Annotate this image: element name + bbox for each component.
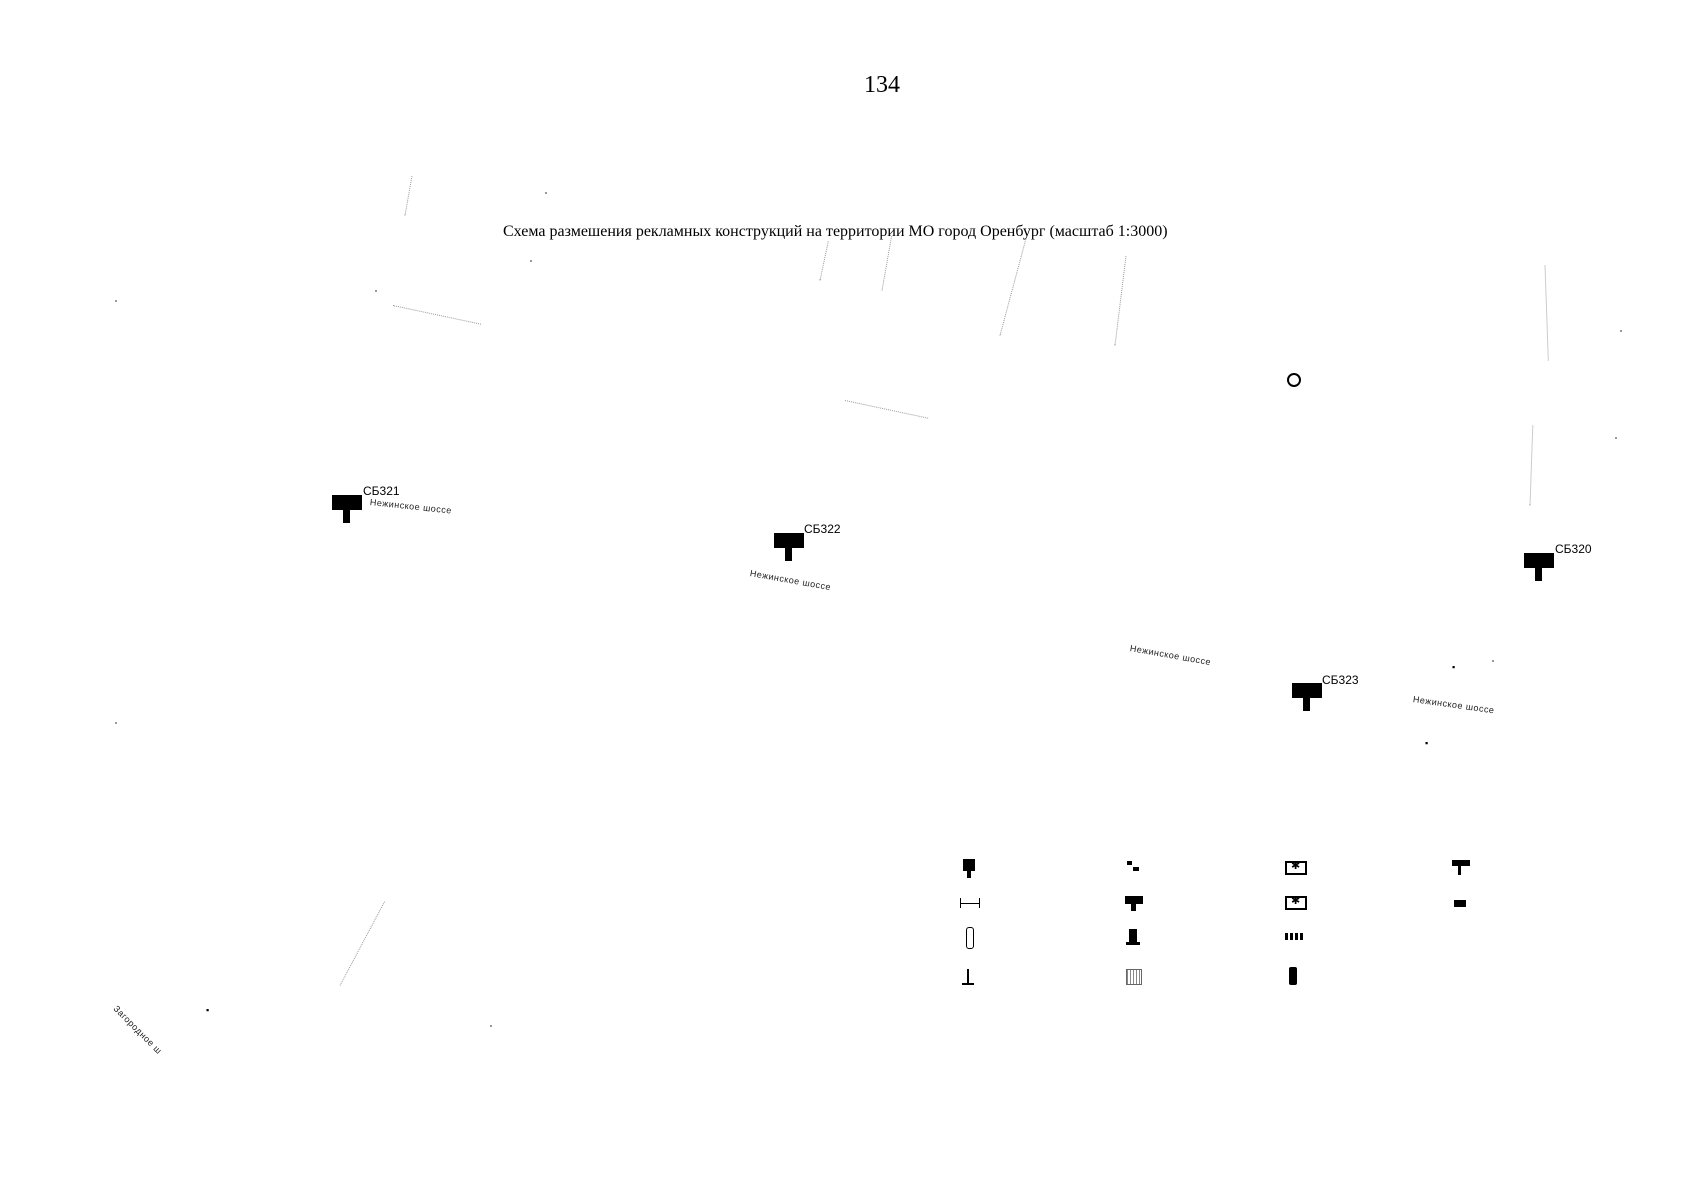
map-speck — [545, 192, 547, 194]
map-speck — [375, 290, 377, 292]
street-label: Нежинское шоссе — [749, 568, 832, 593]
legend-item — [1125, 890, 1290, 918]
street-label-faint — [881, 236, 893, 291]
roof-installation-legend-icon — [1285, 894, 1307, 910]
legend-item — [1125, 925, 1290, 953]
street-label: Загородное ш — [111, 1003, 165, 1057]
info-stand-legend-icon — [960, 898, 980, 908]
map-title: Схема размешения рекламных конструкций н… — [503, 223, 1168, 240]
street-label-faint — [404, 176, 413, 216]
legend-item — [1285, 890, 1450, 918]
street-label: Нежинское шоссе — [369, 497, 453, 516]
screen-legend-icon — [1452, 857, 1470, 877]
legend-item — [1285, 855, 1450, 883]
street-label-faint — [339, 901, 386, 986]
billboard-icon[interactable] — [1292, 683, 1322, 713]
supersite-legend-icon — [1125, 892, 1143, 912]
street-label-faint — [1529, 425, 1534, 506]
legend-item — [960, 855, 1125, 883]
map-speck — [1620, 330, 1622, 332]
street-label-faint — [1544, 265, 1549, 361]
street-label: Нежинское шоссе — [1129, 643, 1212, 668]
stela-legend-icon — [1285, 927, 1303, 947]
legend-item — [960, 965, 1125, 993]
billboard-icon[interactable] — [1524, 553, 1554, 583]
map-speck — [1615, 437, 1617, 439]
billboard-label: СБ322 — [804, 522, 841, 536]
street-label-faint — [392, 305, 482, 325]
billboard-icon[interactable] — [332, 495, 362, 525]
map-speck — [1492, 660, 1494, 662]
street-label-faint — [1114, 256, 1127, 346]
flag-legend-icon — [1125, 857, 1143, 877]
billboard-legend-icon — [963, 859, 975, 878]
legend-item — [1285, 965, 1450, 993]
legend-item — [1452, 855, 1617, 883]
page-number: 134 — [864, 72, 900, 98]
map-speck — [115, 722, 117, 724]
pylon-legend-icon — [1125, 927, 1143, 947]
billboard-label: СБ320 — [1555, 542, 1592, 556]
street-label: Нежинское шоссе — [1412, 694, 1496, 716]
legend-item — [960, 925, 1125, 953]
roof-installation-legend-icon — [1285, 859, 1307, 875]
street-label-faint — [844, 400, 929, 419]
grid-structure-legend-icon — [1125, 967, 1143, 987]
legend-item — [1452, 890, 1617, 918]
street-label-faint — [999, 238, 1027, 336]
billboard-label: СБ323 — [1322, 673, 1359, 687]
menu-board-legend-icon — [960, 967, 978, 987]
map-speck — [115, 300, 117, 302]
street-label-faint — [819, 241, 829, 281]
map-marker-icon: ▪ — [1425, 738, 1429, 748]
map-legend — [960, 830, 1620, 1010]
pillar-legend-icon — [1285, 967, 1303, 987]
billboard-icon[interactable] — [774, 533, 804, 563]
legend-item — [1125, 965, 1290, 993]
poi-icon — [1287, 373, 1301, 387]
legend-item — [1125, 855, 1290, 883]
legend-item — [1285, 925, 1450, 953]
map-marker-icon: ▪ — [206, 1005, 210, 1015]
small-structure-legend-icon — [1452, 892, 1470, 912]
map-marker-icon: ▪ — [1452, 662, 1456, 672]
billboard-label: СБ321 — [363, 484, 400, 498]
bracket-panel-legend-icon — [960, 927, 978, 949]
map-speck — [490, 1025, 492, 1027]
map-speck — [530, 260, 532, 262]
legend-item — [960, 890, 1125, 918]
